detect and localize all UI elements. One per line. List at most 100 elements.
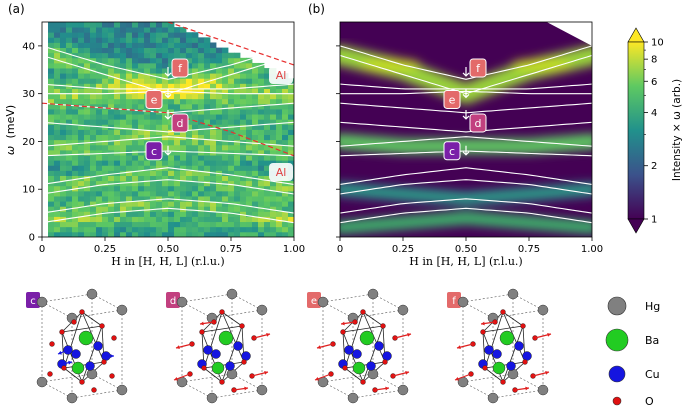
displacement-arrowhead — [110, 354, 114, 358]
octahedron-edge — [61, 325, 103, 333]
heatmap-cell — [96, 149, 103, 156]
heatmap-cell — [192, 52, 199, 59]
heatmap-cell — [264, 134, 271, 141]
heatmap-cell — [132, 42, 139, 48]
heatmap-cell — [138, 175, 145, 182]
heatmap-cell — [198, 201, 205, 207]
heatmap-cell — [120, 37, 127, 43]
heatmap-cell — [90, 129, 97, 136]
heatmap-cell — [102, 32, 109, 38]
heatmap-cell — [114, 175, 121, 182]
dispersion-branch-7 — [42, 121, 294, 133]
heatmap-cell — [54, 196, 61, 202]
heatmap-cell — [60, 27, 67, 33]
heatmap-cell — [168, 231, 175, 237]
x-tick-label: 0 — [337, 244, 343, 255]
heatmap-cell — [216, 103, 223, 110]
heatmap-cell — [264, 114, 271, 120]
heatmap-cell — [96, 165, 103, 171]
heatmap-cell — [114, 144, 121, 151]
heatmap-cell — [186, 134, 193, 141]
heatmap-cell — [210, 47, 217, 54]
heatmap-cell — [132, 73, 139, 79]
heatmap-cell — [144, 47, 151, 54]
heatmap-cell — [114, 139, 121, 146]
lattice-edge — [41, 293, 93, 303]
heatmap-cell — [102, 149, 109, 156]
atom-cu — [352, 349, 362, 359]
heatmap-cell — [84, 42, 91, 48]
heatmap-cell — [174, 211, 181, 217]
heatmap-cell — [276, 155, 283, 161]
heatmap-cell — [54, 155, 61, 161]
heatmap-cell — [270, 180, 277, 187]
heatmap-cell — [222, 144, 229, 151]
heatmap-cell — [222, 196, 229, 202]
heatmap-cell — [210, 231, 217, 237]
atom-hg — [487, 392, 499, 404]
heatmap-cell — [258, 149, 265, 156]
heatmap-cell — [96, 129, 103, 136]
heatmap-cell — [90, 175, 97, 182]
heatmap-cell — [102, 93, 109, 100]
heatmap-cell — [210, 73, 217, 79]
heatmap-cell — [246, 109, 253, 115]
heatmap-cell — [72, 139, 79, 146]
heatmap-cell — [186, 196, 193, 202]
heatmap-cell — [96, 73, 103, 79]
heatmap-cell — [108, 190, 115, 197]
heatmap-cell — [84, 129, 91, 136]
heatmap-cell — [150, 78, 157, 84]
heatmap-cell — [204, 201, 211, 207]
heatmap-cell — [138, 22, 145, 28]
heatmap-cell — [84, 211, 91, 217]
heatmap-cell — [156, 27, 163, 33]
heatmap-cell — [144, 190, 151, 197]
heatmap-cell — [54, 221, 61, 228]
heatmap-cell — [222, 78, 229, 84]
heatmap-cell — [180, 78, 187, 84]
heatmap-cell — [90, 216, 97, 223]
heatmap-cell — [84, 57, 91, 64]
heatmap-cell — [48, 170, 55, 176]
heatmap-cell — [72, 211, 79, 217]
heatmap-cell — [216, 124, 223, 130]
heatmap-cell — [48, 57, 55, 64]
heatmap-cell — [156, 170, 163, 176]
heatmap-cell — [48, 221, 55, 228]
heatmap-cell — [132, 175, 139, 182]
heatmap-cell — [246, 221, 253, 228]
atom-hg — [317, 296, 329, 308]
heatmap-cell — [228, 103, 235, 110]
atom-ba — [492, 361, 506, 375]
displacement-arrowhead — [457, 345, 461, 350]
atom-hg — [116, 304, 128, 316]
heatmap-cell — [156, 83, 163, 89]
heatmap-cell — [72, 226, 79, 233]
heatmap-cell — [216, 78, 223, 84]
heatmap-cell — [96, 22, 103, 28]
dispersion-branch-7 — [340, 121, 592, 133]
heatmap-cell — [60, 211, 67, 217]
heatmap-cell — [90, 201, 97, 207]
heatmap-cell — [216, 52, 223, 59]
heatmap-cell — [276, 109, 283, 115]
x-tick-label: 0.50 — [157, 244, 179, 255]
heatmap-cell — [114, 42, 121, 48]
y-tick-label: 20 — [22, 137, 35, 148]
heatmap-cell — [210, 52, 217, 59]
heatmap-cell — [102, 206, 109, 212]
heatmap-cell — [114, 160, 121, 166]
heatmap-cell — [282, 103, 289, 110]
heatmap-cell — [234, 165, 241, 171]
heatmap-cell — [288, 103, 294, 110]
heatmap-cell — [90, 57, 97, 64]
heatmap-cell — [198, 144, 205, 151]
lattice-edge — [372, 293, 404, 311]
heatmap-cell — [288, 226, 294, 233]
heatmap-cell — [198, 73, 205, 79]
heatmap-cell — [282, 114, 289, 120]
heatmap-cell — [270, 201, 277, 207]
heatmap-cell — [60, 114, 67, 120]
heatmap-cell — [288, 149, 294, 156]
